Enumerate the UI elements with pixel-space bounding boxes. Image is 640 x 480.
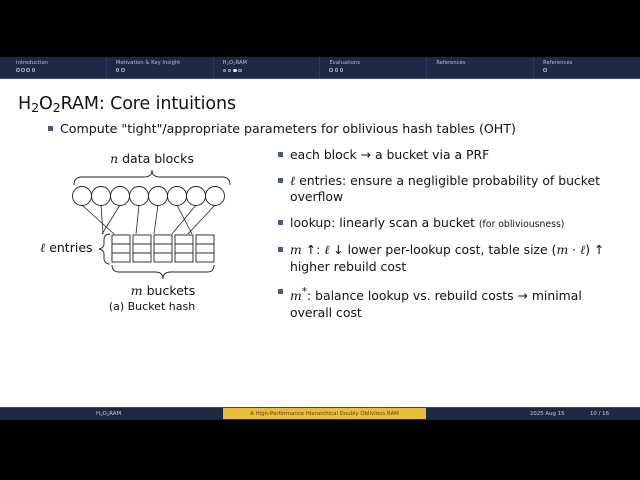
nav-section-label: Introduction — [16, 60, 49, 66]
nav-dot[interactable] — [238, 68, 242, 73]
mapping-line — [100, 204, 104, 235]
nav-section-h2o2ram[interactable]: H2O2RAM — [214, 57, 321, 79]
presentation-slide: Introduction Motivation & Key Insight H2… — [0, 57, 640, 420]
mapping-line — [101, 204, 121, 235]
lead-bullet-text: Compute "tight"/appropriate parameters f… — [60, 121, 516, 136]
nav-section-evaluations[interactable]: Evaluations — [320, 57, 428, 79]
data-block-circle — [148, 186, 168, 206]
footer-short-title: H2O2RAM — [96, 410, 122, 417]
bucket-array — [111, 234, 215, 263]
data-block-circle — [167, 186, 187, 206]
data-block-circles — [72, 186, 225, 206]
bottom-brace — [111, 264, 215, 280]
bucket — [195, 234, 215, 263]
nav-section-label: References — [543, 60, 573, 66]
nav-section-label: Motivation & Key Insight — [115, 60, 181, 66]
nav-section-dots — [107, 68, 213, 72]
nav-dot[interactable] — [222, 68, 227, 73]
nav-section-references-1[interactable]: References — [427, 57, 535, 79]
bucket-hash-figure: n data blocks — [32, 149, 272, 314]
figure-bottom-label: m buckets — [131, 283, 195, 298]
top-brace — [73, 169, 231, 186]
bullet-square-icon — [48, 126, 53, 131]
nav-dot[interactable] — [543, 68, 547, 72]
slide-navigation-bar: Introduction Motivation & Key Insight H2… — [0, 57, 640, 79]
bucket — [111, 234, 131, 263]
nav-section-dots — [0, 68, 106, 72]
bullet-square-icon — [278, 152, 283, 157]
bullet-square-icon — [278, 219, 283, 225]
nav-section-dots — [320, 68, 426, 72]
bullet-text: each block → a bucket via a PRF — [290, 147, 490, 162]
list-item: each block → a bucket via a PRF — [278, 147, 608, 164]
nav-section-introduction[interactable]: Introduction — [0, 57, 107, 79]
bullet-square-icon — [278, 289, 283, 294]
mapping-line — [81, 204, 115, 235]
nav-dot[interactable] — [21, 68, 25, 72]
nav-dot[interactable] — [329, 68, 334, 72]
list-item: ℓ entries: ensure a negligible probabili… — [278, 173, 608, 206]
bucket — [153, 234, 173, 263]
mapping-line — [153, 204, 159, 235]
mapping-line — [187, 204, 216, 235]
bullet-side-note: (for obliviousness) — [478, 218, 565, 230]
nav-dot-current[interactable] — [233, 68, 237, 73]
bullet-text: lookup: linearly scan a bucket (for obli… — [290, 214, 565, 230]
slide-footer: H2O2RAM A High-Performance Hierarchical … — [0, 407, 640, 420]
bullet-square-icon — [278, 177, 283, 183]
slide-title: H2O2RAM: Core intuitions — [18, 94, 237, 115]
mapping-line — [135, 204, 140, 235]
bullet-text: ℓ entries: ensure a negligible probabili… — [290, 172, 600, 205]
footer-date: 2025 Aug 15 — [530, 410, 565, 417]
bucket — [132, 234, 152, 263]
nav-section-label: References — [436, 60, 466, 66]
nav-section-dots — [534, 68, 640, 72]
data-block-circle — [110, 186, 130, 206]
bullet-text: m*: balance lookup vs. rebuild costs → m… — [290, 286, 582, 320]
nav-section-label: Evaluations — [329, 60, 361, 66]
prf-mapping-lines — [81, 204, 216, 235]
data-block-circle — [129, 186, 149, 206]
nav-dot[interactable] — [16, 68, 20, 72]
nav-dot[interactable] — [334, 68, 339, 72]
bucket — [174, 234, 194, 263]
bullet-square-icon — [278, 247, 283, 252]
nav-section-references-2[interactable]: References — [534, 57, 640, 79]
list-item: lookup: linearly scan a bucket (for obli… — [278, 215, 608, 234]
figure-top-label: n data blocks — [110, 151, 194, 166]
nav-section-label: H2O2RAM — [222, 60, 248, 66]
nav-dot[interactable] — [31, 68, 36, 72]
footer-page-number: 10 / 16 — [590, 410, 609, 417]
nav-section-dots — [214, 68, 320, 73]
data-block-circle — [72, 186, 92, 206]
list-item: m*: balance lookup vs. rebuild costs → m… — [278, 284, 608, 321]
footer-full-title: A High-Performance Hierarchical Doubly O… — [250, 410, 399, 417]
list-item: m ↑: ℓ ↓ lower per-lookup cost, table si… — [278, 242, 608, 275]
left-brace — [98, 233, 111, 265]
figure-caption: (a) Bucket hash — [108, 300, 196, 313]
footer-full-title-badge: A High-Performance Hierarchical Doubly O… — [223, 408, 426, 419]
nav-section-motivation-key-insight[interactable]: Motivation & Key Insight — [107, 57, 214, 79]
data-block-circle — [205, 186, 225, 206]
nav-dot[interactable] — [121, 68, 125, 72]
mapping-line — [171, 204, 197, 235]
nav-dot[interactable] — [115, 68, 120, 72]
nav-dot[interactable] — [227, 68, 232, 73]
lead-bullet-row: Compute "tight"/appropriate parameters f… — [48, 121, 516, 136]
bucket-hash-svg: n data blocks — [40, 151, 231, 298]
data-block-circle — [186, 186, 206, 206]
figure-left-label: ℓ entries — [40, 240, 93, 255]
data-block-circle — [91, 186, 111, 206]
bullet-text: m ↑: ℓ ↓ lower per-lookup cost, table si… — [290, 242, 605, 274]
bullet-list: each block → a bucket via a PRF ℓ entrie… — [278, 147, 608, 330]
nav-dot[interactable] — [339, 68, 344, 72]
nav-dot[interactable] — [26, 68, 30, 72]
